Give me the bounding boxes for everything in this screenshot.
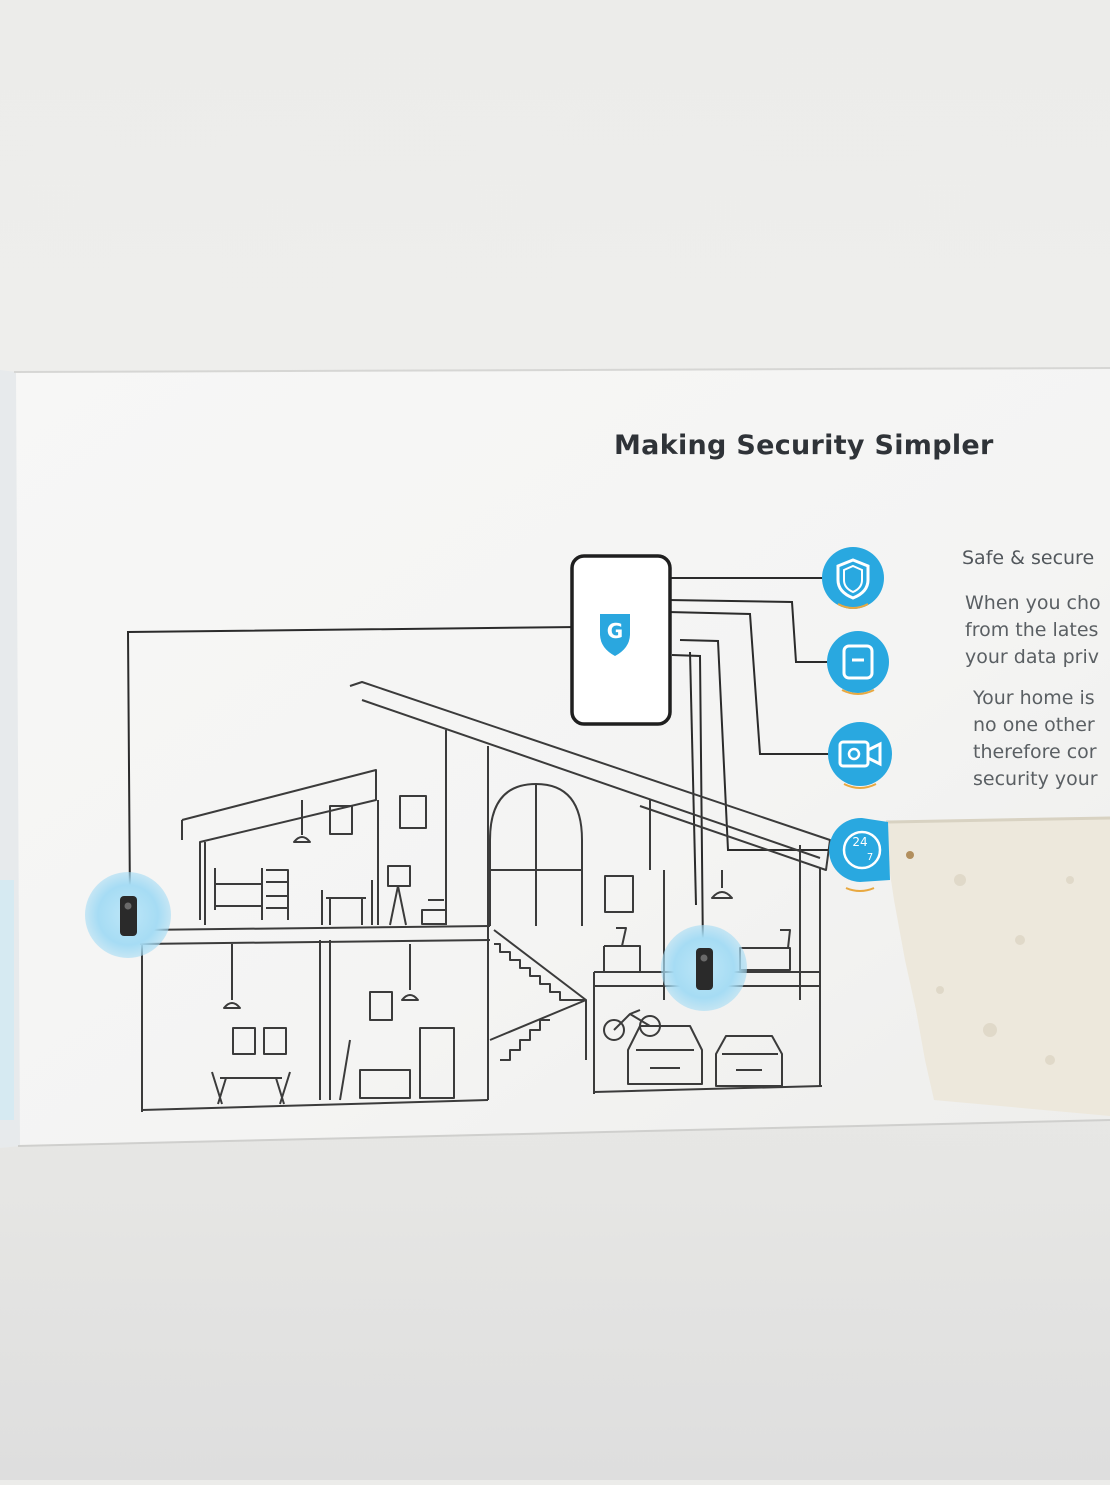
svg-text:G: G <box>607 619 623 643</box>
torn-label-area <box>886 818 1110 1116</box>
feature-icon-camera <box>828 722 892 786</box>
svg-text:7: 7 <box>867 852 873 863</box>
paragraph-line: no one other <box>973 714 1095 736</box>
connection-lines <box>126 577 840 956</box>
paragraph-line: therefore cor <box>973 741 1097 763</box>
doorbell-camera-right <box>661 925 747 1011</box>
feature-icon-chat <box>827 631 889 693</box>
svg-text:24: 24 <box>852 835 867 849</box>
feature-heading: Safe & secure <box>962 547 1095 569</box>
house-drawing <box>139 681 831 1112</box>
page-title: Making Security Simpler <box>614 430 994 461</box>
paragraph-line: Your home is <box>973 687 1095 709</box>
paragraph-line: When you cho <box>965 592 1101 614</box>
feature-icon-24-7: 24 7 <box>829 817 890 892</box>
feature-paragraph-2: Your home is no one other therefore cor … <box>973 685 1098 793</box>
feature-paragraph-1: When you cho from the lates your data pr… <box>965 590 1101 671</box>
hub-logo-icon: G <box>600 614 630 656</box>
paragraph-line: your data priv <box>965 646 1099 668</box>
feature-icon-shield <box>822 547 884 609</box>
paragraph-line: from the lates <box>965 619 1099 641</box>
paragraph-line: security your <box>973 768 1098 790</box>
doorbell-camera-left <box>85 872 171 958</box>
